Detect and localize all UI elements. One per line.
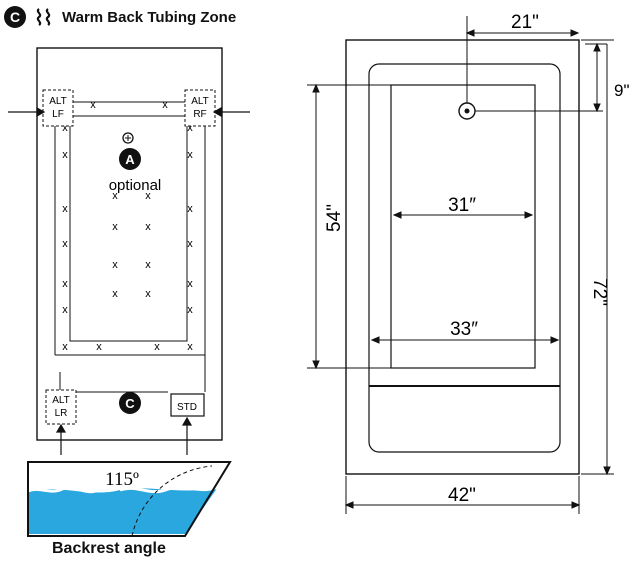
right-dimension-plan: 21" 9" 54" 72" 31″ 33″ 42": [307, 12, 630, 514]
tube-x-mark: x: [187, 278, 193, 290]
backrest-figure: 115º: [27, 461, 232, 537]
tube-x-mark: x: [62, 149, 68, 161]
tube-x-mark: x: [62, 238, 68, 250]
inner-basin-outline: [69, 115, 188, 342]
dimension-lines: [307, 16, 614, 514]
tube-x-mark: x: [90, 99, 96, 111]
tube-x-mark: x: [154, 341, 160, 353]
dim-overall-width: 42": [448, 485, 476, 506]
dim-drain-offset-y: 9": [614, 81, 630, 100]
tube-x-mark: x: [187, 203, 193, 215]
water-fill: [28, 487, 218, 534]
dim-drain-offset-x: 21": [511, 12, 539, 33]
tube-x-mark: x: [187, 122, 193, 134]
marker-a-note: optional: [109, 177, 162, 194]
tube-x-mark: x: [187, 149, 193, 161]
angle-arc: [131, 465, 213, 537]
left-outer-frame: [36, 47, 223, 441]
alt-rf-line2: RF: [193, 109, 206, 120]
water-foam: [27, 486, 99, 494]
right-inner-basin: [390, 84, 536, 369]
tube-x-mark: x: [112, 259, 118, 271]
tube-x-mark: x: [62, 278, 68, 290]
tube-x-mark: x: [62, 304, 68, 316]
backrest-angle-value: 115º: [105, 469, 139, 490]
tube-x-mark: x: [96, 341, 102, 353]
marker-c-letter: C: [125, 396, 135, 411]
heat-waves-icon: [36, 8, 51, 26]
tube-x-mark: x: [162, 99, 168, 111]
dim-inner-length: 54": [324, 204, 345, 232]
marker-a-letter: A: [125, 152, 135, 167]
alt-lf-box: ALT LF: [42, 89, 74, 127]
tube-marks: x x x x x x x x x x x x x x x x x x x x x x x x x x: [62, 99, 193, 353]
marker-c-badge: [119, 392, 141, 414]
tub-section-outline: [27, 461, 232, 537]
tube-x-mark: x: [62, 203, 68, 215]
section-title: Warm Back Tubing Zone: [62, 8, 237, 26]
tube-x-mark: x: [112, 288, 118, 300]
tube-x-mark: x: [62, 122, 68, 134]
alt-lr-line2: LR: [55, 408, 68, 419]
marker-c: C: [119, 392, 141, 414]
alt-lf-line1: ALT: [49, 96, 67, 107]
tube-x-mark: x: [145, 190, 151, 202]
std-label: STD: [177, 402, 197, 413]
alt-rf-line1: ALT: [191, 96, 209, 107]
alt-rf-box: ALT RF: [184, 89, 216, 127]
marker-a: A optional: [109, 132, 162, 194]
tube-x-mark: x: [187, 341, 193, 353]
tube-x-mark: x: [145, 288, 151, 300]
alt-lr-box: ALT LR: [45, 389, 77, 425]
std-box: STD: [170, 393, 205, 417]
right-outer-frame: [345, 39, 580, 475]
dim-inner-width-top: 31″: [448, 195, 476, 216]
tube-x-mark: x: [62, 341, 68, 353]
dim-inner-width-bottom: 33″: [450, 319, 478, 340]
marker-a-badge: [119, 148, 141, 170]
tube-x-mark: x: [112, 190, 118, 202]
tube-x-mark: x: [112, 221, 118, 233]
section-header: C Warm Back Tubing Zone: [4, 4, 236, 30]
section-badge: C: [4, 6, 26, 28]
backrest-caption: Backrest angle: [52, 540, 166, 557]
alt-lf-line2: LF: [52, 109, 64, 120]
left-tubing-plan: x x x x x x x x x x x x x x x x x x x x x x x x x x ALT LF ALT RF…: [8, 47, 250, 455]
alt-lr-line1: ALT: [52, 395, 70, 406]
tube-x-mark: x: [187, 238, 193, 250]
tube-x-mark: x: [187, 304, 193, 316]
tube-x-mark: x: [145, 221, 151, 233]
drain-marker: [458, 102, 476, 120]
tube-x-mark: x: [145, 259, 151, 271]
right-bathing-well: [368, 63, 561, 453]
dim-overall-length: 72": [589, 278, 610, 306]
water-foam-right: [119, 485, 219, 494]
connection-arrows: [8, 106, 250, 455]
drain-symbol-icon: [122, 132, 134, 144]
